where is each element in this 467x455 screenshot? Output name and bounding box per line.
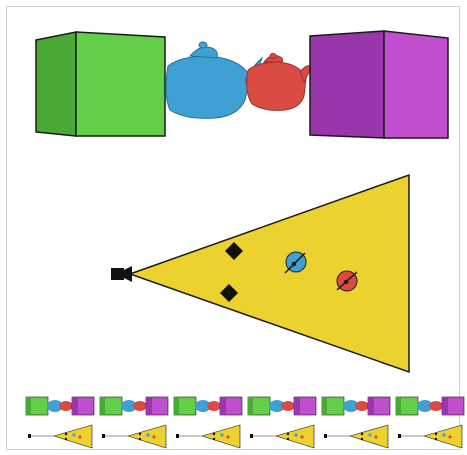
view-frustum: [127, 173, 410, 374]
thumbnail-perspective: [321, 396, 391, 416]
thumbnail-perspective: [247, 396, 317, 416]
diamond-icon: [220, 284, 238, 302]
red-teapot-marker: [336, 270, 358, 292]
thumbnail-frustum: [398, 424, 463, 449]
camera-icon: [111, 266, 132, 282]
blue-teapot-marker: [284, 251, 307, 274]
blue-teapot: [165, 41, 264, 119]
thumbnail-perspective: [395, 396, 465, 416]
thumbnail-perspective: [173, 396, 243, 416]
thumbnail-frustum: [324, 424, 389, 449]
thumbnail-row-perspective: [25, 396, 465, 416]
thumbnail-frustum: [102, 424, 167, 449]
green-cube: [35, 31, 166, 137]
thumbnail-perspective: [25, 396, 95, 416]
red-teapot: [246, 53, 313, 111]
diamond-icon: [225, 242, 243, 260]
thumbnail-perspective: [99, 396, 169, 416]
purple-cube: [309, 30, 449, 139]
thumbnail-row-frustum: [28, 424, 463, 449]
thumbnail-frustum: [28, 424, 93, 449]
thumbnail-frustum: [176, 424, 241, 449]
thumbnail-frustum: [250, 424, 315, 449]
